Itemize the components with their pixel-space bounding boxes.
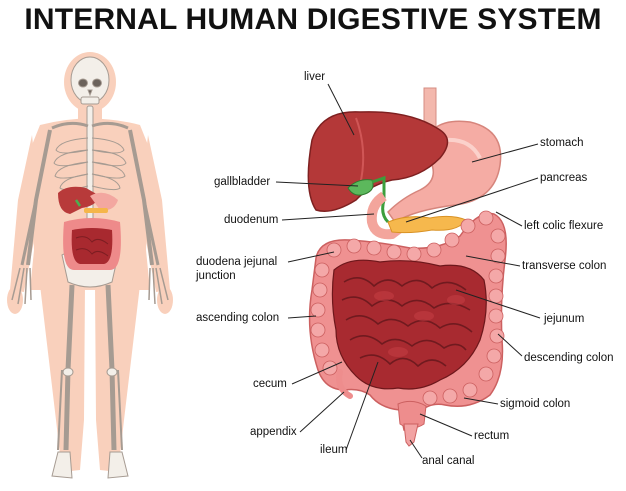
label-left-colic-flexure: left colic flexure: [524, 220, 604, 232]
label-gallbladder: gallbladder: [214, 176, 271, 188]
label-pancreas: pancreas: [540, 172, 588, 184]
label-duodenum: duodenum: [224, 214, 279, 226]
digestive-organs: [307, 87, 507, 447]
label-sigmoid-colon: sigmoid colon: [500, 398, 571, 410]
label-cecum: cecum: [253, 378, 287, 390]
pancreas: [387, 215, 467, 234]
liver: [307, 111, 449, 212]
label-stomach: stomach: [540, 137, 584, 149]
label-duodena-jejunal-2: junction: [196, 270, 236, 282]
human-figure: [7, 52, 173, 479]
label-rectum: rectum: [474, 430, 510, 442]
anal-canal: [403, 423, 419, 447]
label-appendix: appendix: [250, 426, 297, 438]
page-title: INTERNAL HUMAN DIGESTIVE SYSTEM: [24, 3, 602, 36]
label-duodena-jejunal-1: duodena jejunal: [196, 256, 278, 268]
label-ascending-colon: ascending colon: [196, 312, 280, 324]
label-ileum: ileum: [320, 444, 348, 456]
label-jejunum: jejunum: [544, 313, 585, 325]
label-transverse-colon: transverse colon: [522, 260, 607, 272]
label-anal-canal: anal canal: [422, 455, 475, 467]
leader-lines: [275, 83, 541, 459]
gallbladder: [347, 179, 374, 196]
duodenum: [366, 191, 403, 240]
label-descending-colon: descending colon: [524, 352, 614, 364]
label-liver: liver: [304, 71, 326, 83]
appendix: [336, 369, 353, 399]
